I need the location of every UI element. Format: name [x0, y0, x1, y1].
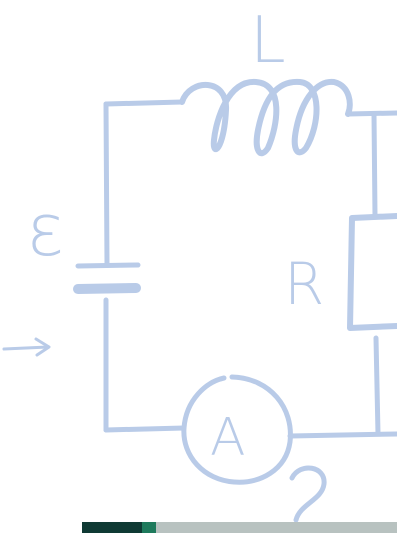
- ammeter-circle: [181, 374, 293, 485]
- resistor-label: R: [284, 250, 324, 318]
- battery-short-plate: [73, 283, 141, 294]
- photo-strip: [82, 522, 397, 533]
- wire-left-upper: [103, 101, 110, 268]
- emf-label: ε: [26, 188, 65, 272]
- wire-top-left: [103, 99, 185, 107]
- right-arrow-icon: [2, 337, 51, 357]
- wire-right-upper: [371, 111, 378, 219]
- wire-bottom-right: [287, 431, 397, 439]
- inductor-label: L: [250, 4, 286, 78]
- battery-long-plate: [75, 262, 141, 269]
- inductor-coil: [179, 78, 353, 157]
- wire-bottom-left: [103, 425, 187, 433]
- question-mark: [289, 465, 327, 523]
- resistor-bracket: [347, 213, 397, 331]
- ammeter-label: A: [210, 408, 246, 468]
- wire-right-lower: [373, 335, 381, 437]
